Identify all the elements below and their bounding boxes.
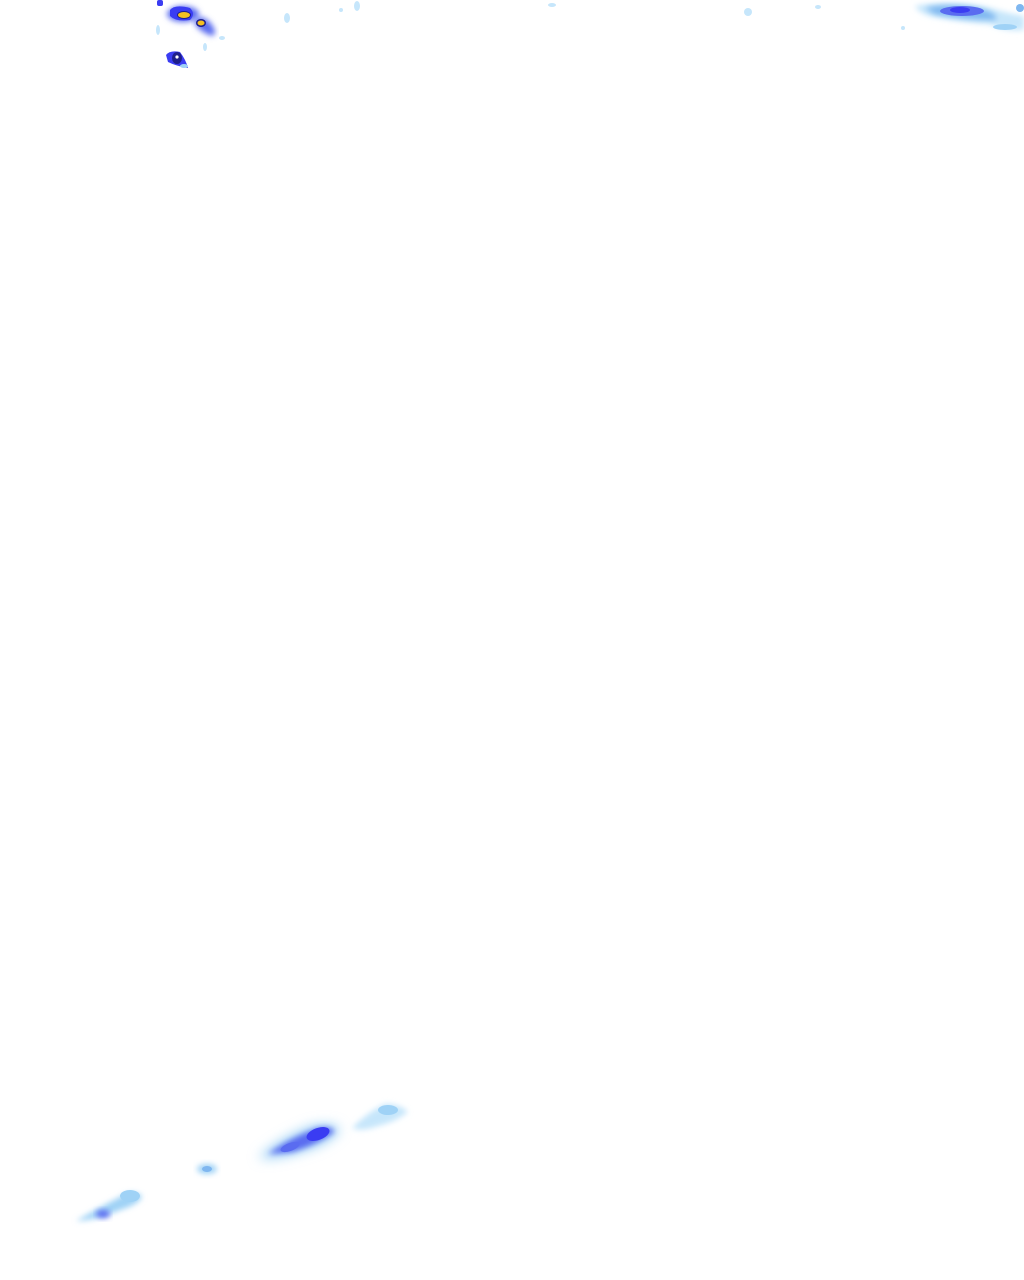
cell-bottom-band-small xyxy=(197,1164,217,1174)
cell-top-left-a xyxy=(167,6,199,22)
cell-top-right-band xyxy=(915,3,1024,31)
cell-top-left-scatter xyxy=(156,0,290,68)
cell-top-left-c xyxy=(166,51,188,68)
cell-top-center-scatter xyxy=(339,1,905,30)
cell-bottom-band-east xyxy=(352,1104,408,1130)
cell-bottom-band-main xyxy=(258,1124,340,1159)
cell-bottom-band-west xyxy=(76,1190,142,1221)
cell-top-left-b xyxy=(195,17,215,36)
